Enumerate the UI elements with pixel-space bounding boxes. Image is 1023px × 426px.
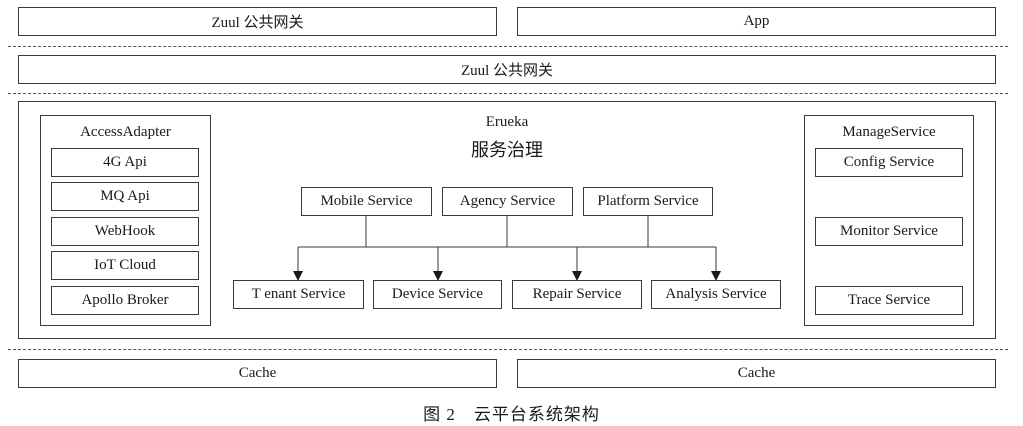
access-adapter-panel [40,115,211,326]
cache-label: Cache [737,365,776,381]
top-gateway-box: Zuul 公共网关 [18,7,497,36]
service-governance-panel [18,101,996,339]
manage-service-item-label: Config Service [843,154,935,170]
center-title: Erueka [485,114,529,130]
mobile-service-box: Mobile Service [301,187,432,216]
analysis-service-box: Analysis Service [651,280,781,309]
access-adapter-item: MQ Api [51,182,199,211]
cache-box-right: Cache [517,359,996,388]
access-adapter-item: 4G Api [51,148,199,177]
access-adapter-item-label: WebHook [94,223,156,239]
cache-box-left: Cache [18,359,497,388]
manage-service-item: Config Service [815,148,963,177]
center-subtitle: 服务治理 [471,140,543,160]
figure-caption: 图 2 云平台系统架构 [423,405,600,424]
access-adapter-item: WebHook [51,217,199,246]
service-label: Device Service [391,286,484,302]
divider-2 [8,93,1008,94]
arrow-device [433,271,443,281]
divider-1 [8,46,1008,47]
access-adapter-item-label: IoT Cloud [94,257,156,273]
service-label: Platform Service [597,193,699,209]
platform-service-box: Platform Service [583,187,713,216]
top-gateway-label: Zuul 公共网关 [211,15,304,31]
manage-service-panel [804,115,974,326]
device-service-box: Device Service [373,280,502,309]
agency-service-box: Agency Service [442,187,573,216]
access-adapter-item: IoT Cloud [51,251,199,280]
manage-service-title: ManageService [842,124,936,140]
tenant-service-box: T enant Service [233,280,364,309]
service-label: T enant Service [251,286,346,302]
manage-service-item: Monitor Service [815,217,963,246]
app-box: App [517,7,996,36]
manage-service-item: Trace Service [815,286,963,315]
service-label: Mobile Service [320,193,413,209]
service-label: Analysis Service [665,286,767,302]
access-adapter-item-label: Apollo Broker [81,292,169,308]
divider-3 [8,349,1008,350]
app-label: App [743,13,770,29]
access-adapter-item-label: 4G Api [103,154,147,170]
manage-service-item-label: Monitor Service [840,223,938,239]
access-adapter-item: Apollo Broker [51,286,199,315]
repair-service-box: Repair Service [512,280,642,309]
manage-service-item-label: Trace Service [847,292,931,308]
access-adapter-title: AccessAdapter [80,124,171,140]
gateway-bar-label: Zuul 公共网关 [460,63,554,79]
cache-label: Cache [238,365,277,381]
arrow-analysis [711,271,721,281]
gateway-bar: Zuul 公共网关 [18,55,996,84]
access-adapter-item-label: MQ Api [100,188,150,204]
arrow-tenant [293,271,303,281]
service-label: Repair Service [532,286,622,302]
service-label: Agency Service [459,193,556,209]
arrow-repair [572,271,582,281]
